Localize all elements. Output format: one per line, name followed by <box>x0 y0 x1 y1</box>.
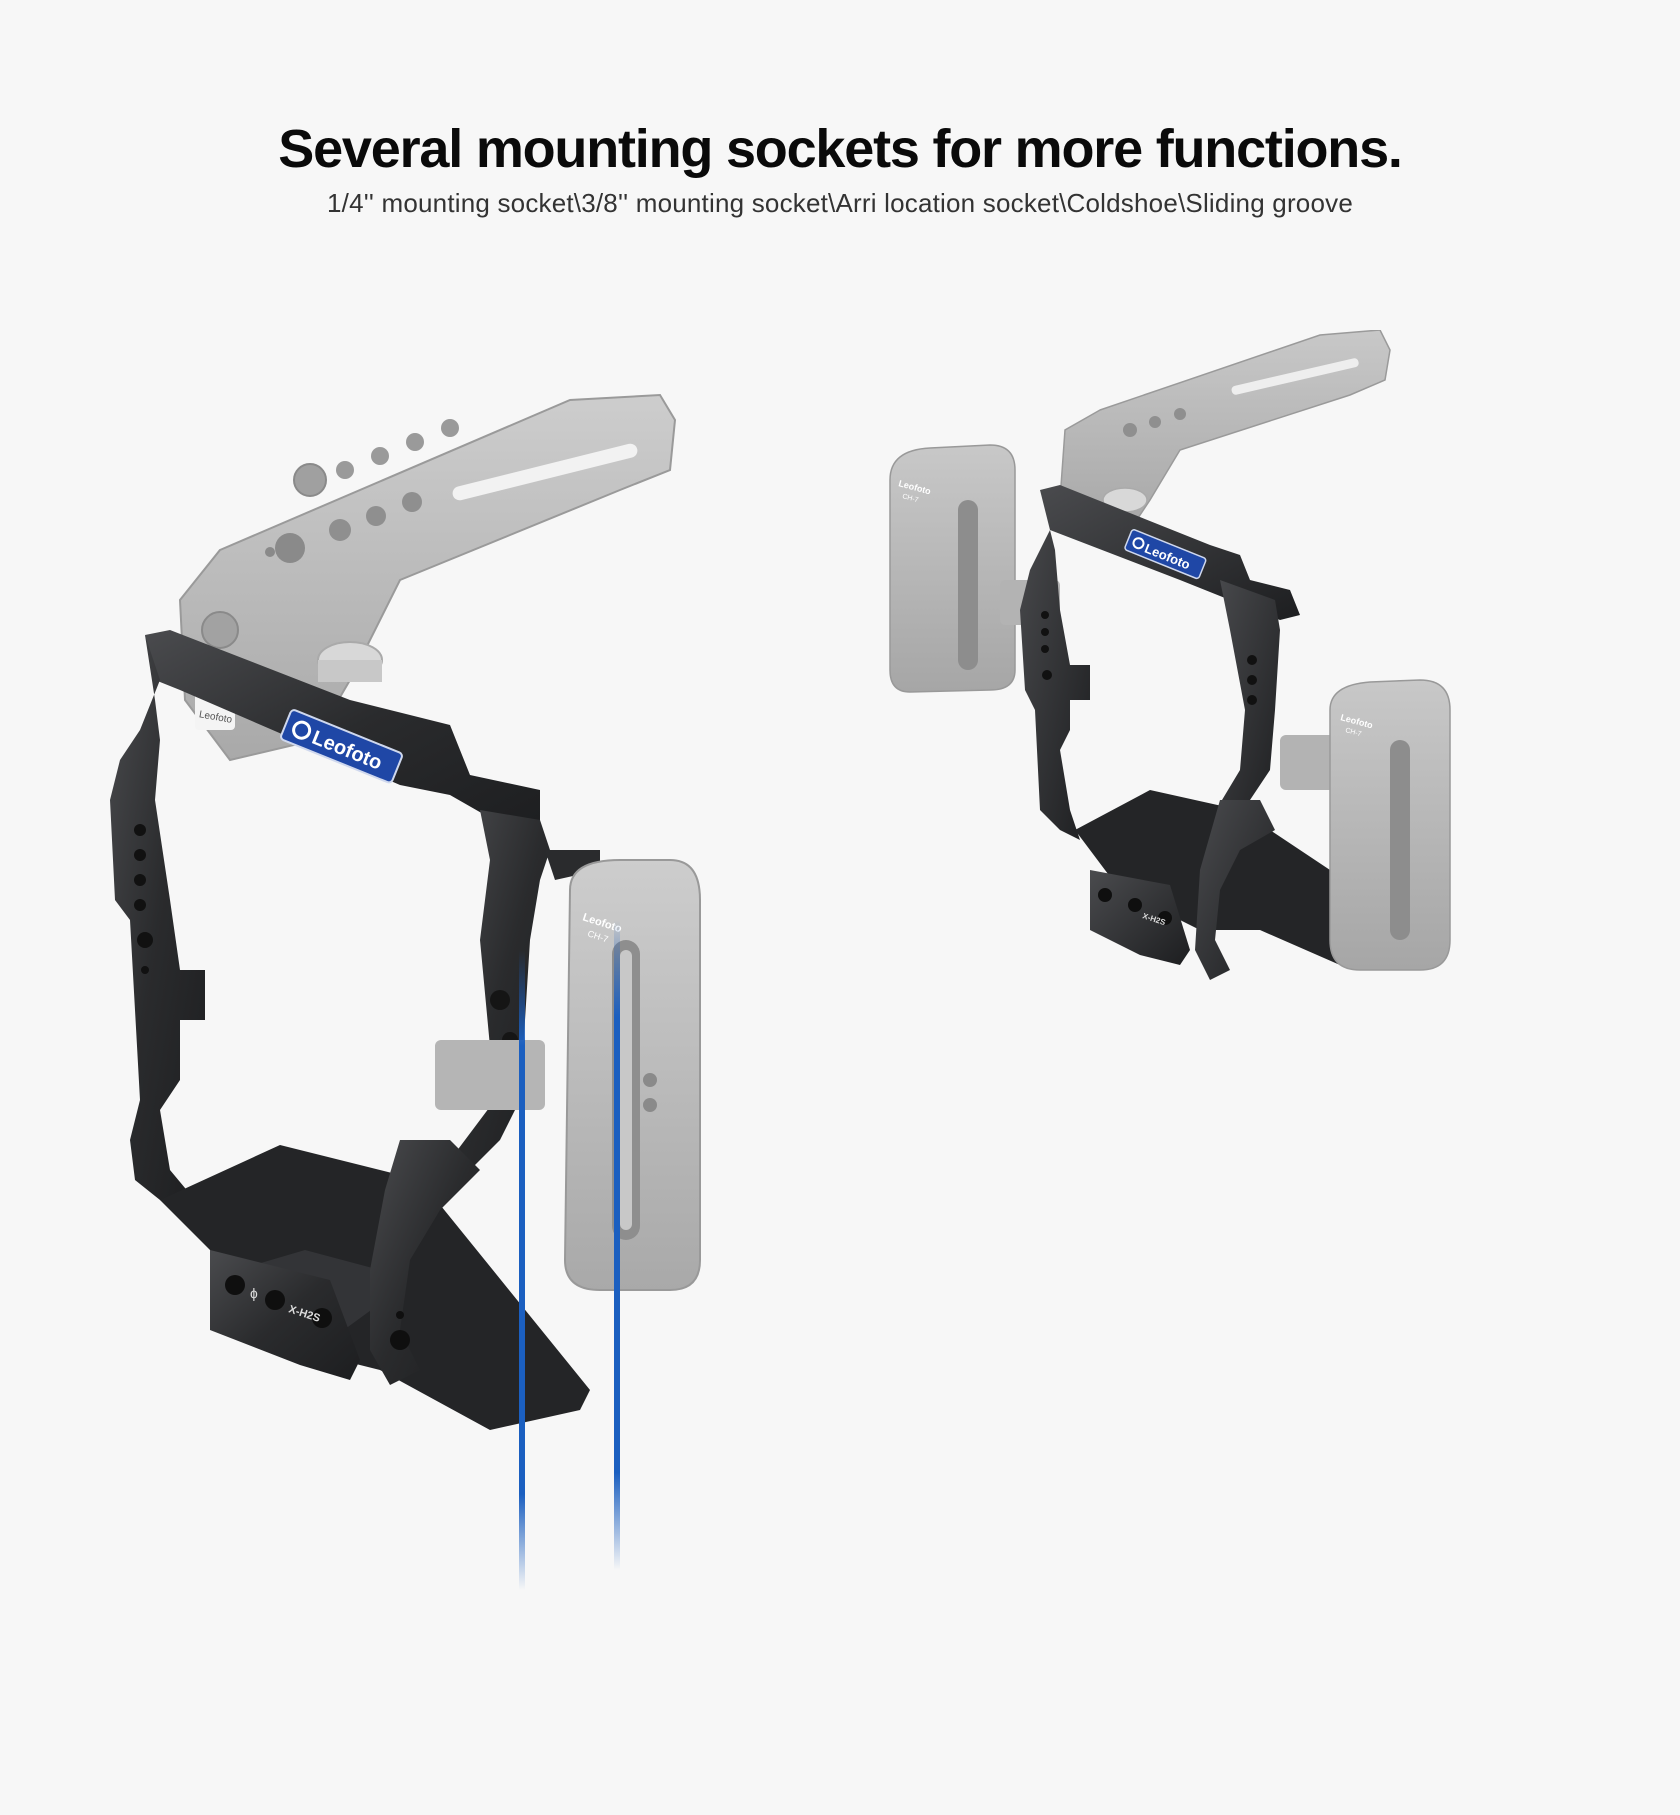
cage-frame: Leofoto ɸ X-H2S <box>110 630 600 1430</box>
camera-cage-secondary-image: Leofoto CH-7 Leofoto <box>880 329 1500 1130</box>
guide-line-left <box>519 950 525 1590</box>
right-grip: Leofoto CH-7 <box>1280 679 1451 971</box>
base-symbol: ɸ <box>250 1285 258 1301</box>
right-grip-model: CH-7 <box>1344 727 1362 738</box>
page-title: Several mounting sockets for more functi… <box>278 119 1403 179</box>
cage-frame: Leofoto X-H2S <box>1020 485 1420 980</box>
camera-cage-secondary-illustration: Leofoto CH-7 Leofoto <box>889 329 1451 980</box>
page-subtitle: 1/4'' mounting socket\3/8'' mounting soc… <box>326 188 1353 218</box>
camera-cage-main-image: Leofoto Leo <box>100 380 820 1620</box>
top-handle <box>1059 329 1391 541</box>
left-grip-model: CH-7 <box>901 493 919 504</box>
camera-cage-illustration: Leofoto Leo <box>110 393 701 1590</box>
side-grip: Leofoto CH-7 <box>435 859 701 1291</box>
guide-line-right <box>614 920 620 1570</box>
grip-clamp <box>435 1040 545 1110</box>
